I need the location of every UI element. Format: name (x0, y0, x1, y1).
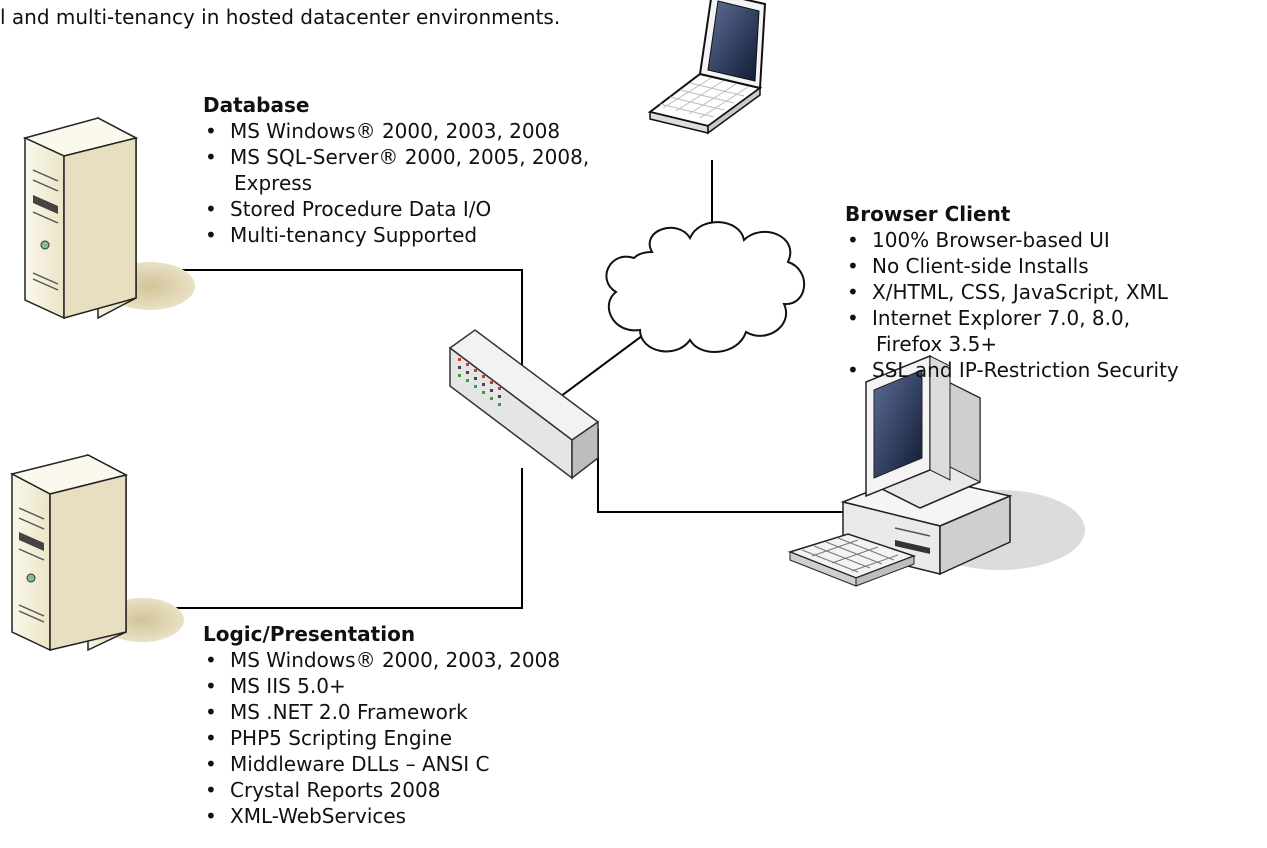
bullet-text: Multi-tenancy Supported (230, 223, 478, 247)
intro-text: l and multi-tenancy in hosted datacenter… (0, 5, 561, 29)
bullet-text: PHP5 Scripting Engine (230, 726, 453, 750)
logic-presentation-feature-item: MS IIS 5.0+ (203, 673, 560, 699)
browser-client-section: Browser Client 100% Browser-based UINo C… (845, 201, 1179, 383)
logic-presentation-feature-item: MS .NET 2.0 Framework (203, 699, 560, 725)
bullet-text-continued: Firefox 3.5+ (876, 332, 998, 356)
bullet-text: 100% Browser-based UI (872, 228, 1110, 252)
bullet-text: MS SQL-Server® 2000, 2005, 2008, (230, 145, 590, 169)
switch-desktop-line (578, 429, 843, 513)
bullet-text: SSL and IP-Restriction Security (872, 358, 1179, 382)
bullet-text: Internet Explorer 7.0, 8.0, (872, 306, 1131, 330)
logic-presentation-section: Logic/Presentation MS Windows® 2000, 200… (203, 621, 560, 829)
logic-presentation-feature-item: Crystal Reports 2008 (203, 777, 560, 803)
bullet-text: No Client-side Installs (872, 254, 1089, 278)
bullet-text: MS Windows® 2000, 2003, 2008 (230, 648, 561, 672)
keyboard-icon (787, 533, 917, 587)
browser-client-feature-item: Internet Explorer 7.0, 8.0,Firefox 3.5+ (845, 305, 1179, 357)
database-heading: Database (203, 93, 310, 117)
laptop-icon (647, 0, 767, 135)
database-feature-list: MS Windows® 2000, 2003, 2008MS SQL-Serve… (203, 118, 589, 248)
database-feature-item: MS Windows® 2000, 2003, 2008 (203, 118, 589, 144)
bullet-text: MS .NET 2.0 Framework (230, 700, 468, 724)
bullet-text: Middleware DLLs – ANSI C (230, 752, 490, 776)
database-section: Database MS Windows® 2000, 2003, 2008MS … (203, 92, 589, 248)
browser-client-feature-item: SSL and IP-Restriction Security (845, 357, 1179, 383)
bullet-text: MS Windows® 2000, 2003, 2008 (230, 119, 561, 143)
database-feature-item: MS SQL-Server® 2000, 2005, 2008,Express (203, 144, 589, 196)
logic-presentation-heading: Logic/Presentation (203, 622, 416, 646)
database-link-line (170, 269, 523, 398)
cloud-icon (605, 221, 805, 353)
bullet-text: Crystal Reports 2008 (230, 778, 441, 802)
bullet-text: MS IIS 5.0+ (230, 674, 346, 698)
bullet-text: Stored Procedure Data I/O (230, 197, 492, 221)
logic-presentation-feature-item: XML-WebServices (203, 803, 560, 829)
logic-presentation-feature-item: Middleware DLLs – ANSI C (203, 751, 560, 777)
logic-server-icon (9, 453, 184, 652)
bullet-text: XML-WebServices (230, 804, 407, 828)
bullet-text: X/HTML, CSS, JavaScript, XML (872, 280, 1168, 304)
desktop-computer-icon (840, 354, 1085, 576)
logic-presentation-feature-list: MS Windows® 2000, 2003, 2008MS IIS 5.0+M… (203, 647, 560, 829)
database-feature-item: Multi-tenancy Supported (203, 222, 589, 248)
browser-client-heading: Browser Client (845, 202, 1011, 226)
logic-presentation-feature-item: PHP5 Scripting Engine (203, 725, 560, 751)
database-server-icon (22, 116, 195, 320)
logic-presentation-feature-item: MS Windows® 2000, 2003, 2008 (203, 647, 560, 673)
browser-client-feature-item: 100% Browser-based UI (845, 227, 1179, 253)
bullet-text-continued: Express (234, 171, 313, 195)
logic-link-line (168, 468, 523, 609)
browser-client-feature-item: X/HTML, CSS, JavaScript, XML (845, 279, 1179, 305)
database-feature-item: Stored Procedure Data I/O (203, 196, 589, 222)
browser-client-feature-list: 100% Browser-based UINo Client-side Inst… (845, 227, 1179, 383)
network-switch-icon (448, 329, 600, 480)
browser-client-feature-item: No Client-side Installs (845, 253, 1179, 279)
